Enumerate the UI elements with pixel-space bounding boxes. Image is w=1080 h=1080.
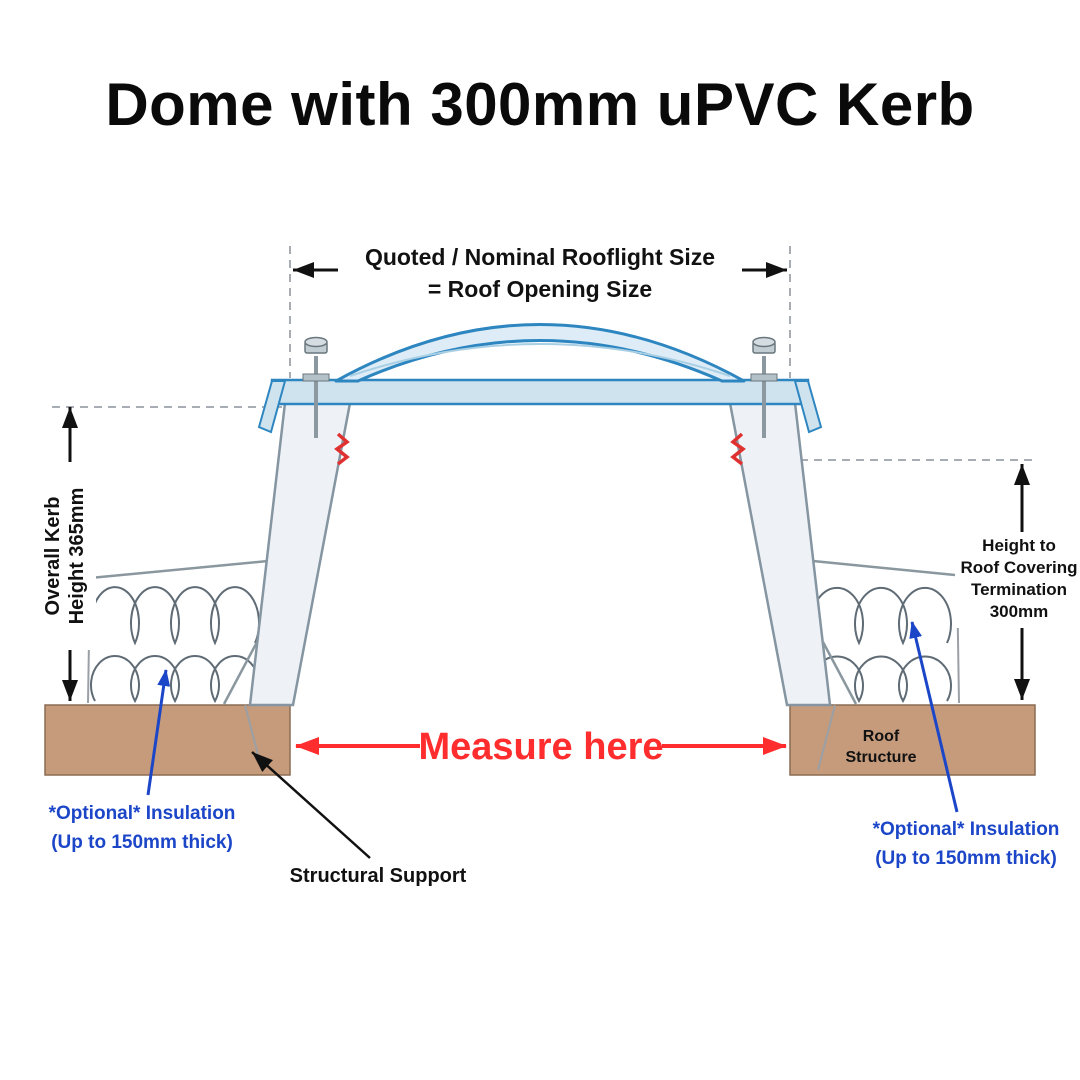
top-dimension-label-line1: Quoted / Nominal Rooflight Size (365, 244, 715, 270)
dome-flange (257, 378, 823, 434)
insulation-pattern-right-bottom (810, 655, 952, 704)
left-dimension-label-bg (44, 462, 96, 650)
right-dimension: Height to Roof Covering Termination 300m… (956, 464, 1080, 700)
roof-structure-right (789, 704, 1036, 776)
structural-support-right (817, 704, 836, 771)
kerb-apron-right (821, 641, 858, 705)
structural-support-label: Structural Support (290, 865, 467, 887)
roof-structure-left (44, 704, 291, 776)
roof-structure-label-line1: Roof (863, 728, 900, 745)
kerb-apron-left (222, 641, 259, 705)
top-dimension-label-bg (338, 240, 742, 306)
insulation-callout-right: *Optional* Insulation (Up to 150mm thick… (873, 621, 1060, 869)
dome-inner-skin (349, 343, 731, 377)
left-dimension-label-line1: Overall Kerb (42, 497, 64, 616)
left-dimension: Overall Kerb Height 365mm (42, 407, 96, 701)
right-dimension-label-line3: Termination (971, 580, 1067, 599)
insulation-callout-right-line1: *Optional* Insulation (873, 819, 1060, 840)
right-dimension-label-line4: 300mm (990, 602, 1049, 621)
dome-shell (334, 323, 746, 383)
insulation-callout-left: *Optional* Insulation (Up to 150mm thick… (49, 669, 236, 853)
top-dimension-label-line2: = Roof Opening Size (428, 276, 652, 302)
left-dimension-label-line2: Height 365mm (66, 488, 88, 625)
retaining-clip-right (730, 432, 746, 466)
bolt-cap-left (304, 336, 328, 348)
upvc-kerb (222, 401, 858, 707)
bolt-cap-right (752, 336, 776, 348)
structural-support-arrow (251, 751, 371, 859)
top-dimension: Quoted / Nominal Rooflight Size = Roof O… (293, 240, 787, 306)
dome-flange-tip-left (257, 380, 287, 434)
dome-glazing (334, 323, 746, 383)
insulation-left-top-edge (89, 559, 269, 580)
insulation-callout-right-arrow (909, 621, 959, 813)
dome-flange-band (270, 378, 810, 406)
right-dimension-label-line2: Roof Covering (960, 558, 1077, 577)
insulation-pattern-left-bottom (90, 654, 260, 704)
guide-lines (52, 246, 1032, 700)
fixing-bolt-left (302, 336, 330, 438)
insulation-callout-left-line2: (Up to 150mm thick) (51, 832, 233, 853)
dome-flange-tip-right (793, 380, 823, 434)
page-title: Dome with 300mm uPVC Kerb (105, 71, 975, 138)
roof-structure-label-line2: Structure (845, 749, 916, 766)
fixing-bolt-right (750, 336, 778, 438)
insulation-pattern-right-top (810, 586, 952, 646)
bolt-plate-left (302, 373, 330, 382)
insulation-callout-right-line2: (Up to 150mm thick) (875, 848, 1057, 869)
measure-here-label: Measure here (418, 726, 663, 768)
roof-structure (44, 704, 1036, 776)
insulation-right-top-edge (812, 559, 956, 577)
insulation-callout-left-arrow (146, 669, 171, 796)
right-dimension-label-bg (956, 532, 1080, 628)
right-dimension-label-line1: Height to (982, 536, 1056, 555)
structural-support-callout: Structural Support (251, 751, 467, 887)
measure-here: Measure here (295, 726, 787, 768)
insulation-pattern-left-top (90, 586, 260, 646)
bolt-plate-right (750, 373, 778, 382)
insulation-left (87, 559, 269, 704)
roof-structure-label: Roof Structure (845, 728, 916, 766)
insulation-callout-left-line1: *Optional* Insulation (49, 803, 236, 824)
insulation-right (810, 559, 960, 704)
retaining-clip-left (334, 432, 350, 466)
